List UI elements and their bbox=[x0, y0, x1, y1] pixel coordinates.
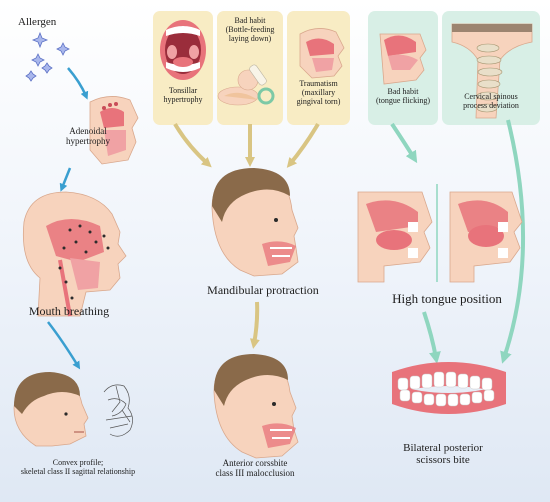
label-mouth-breathing: Mouth breathing bbox=[28, 304, 110, 318]
head-icon bbox=[13, 372, 133, 447]
label-tonsillar: Tonsillar hypertrophy bbox=[163, 86, 203, 104]
allergen-icon bbox=[25, 31, 70, 82]
arrows-left-column bbox=[47, 67, 89, 370]
label-bilateral: Bilateral posterior scissors bite bbox=[403, 442, 483, 467]
label-adenoidal: Adenoidal hypertrophy bbox=[66, 126, 110, 147]
arrows-scissors-bite bbox=[390, 119, 525, 364]
baby-icon bbox=[217, 64, 275, 106]
label-anterior-crossbite: Anterior corssbite class III malocclusio… bbox=[215, 458, 295, 479]
head-icon bbox=[213, 354, 299, 459]
label-convex-profile: Convex profile; skeletal class II sagitt… bbox=[20, 458, 136, 476]
label-high-tongue: High tongue position bbox=[392, 291, 502, 306]
label-cervical: Cervical spinous process deviation bbox=[463, 92, 519, 110]
head-icon bbox=[299, 28, 345, 79]
label-traumatism: Traumatism (maxillary gingival torn) bbox=[296, 79, 341, 106]
spine-icon bbox=[451, 23, 533, 119]
head-icon bbox=[211, 168, 299, 277]
mouth-icon bbox=[379, 33, 427, 85]
mouth-icon bbox=[160, 20, 206, 80]
head-icon bbox=[22, 191, 127, 317]
mouth-icon bbox=[449, 191, 523, 283]
label-bottle-feeding: Bad habit (Bottle-feeding laying down) bbox=[225, 16, 275, 43]
label-mandibular-protraction: Mandibular protraction bbox=[207, 283, 319, 297]
label-tongue-flicking: Bad habit (tongue flicking) bbox=[376, 87, 430, 105]
mouth-icon bbox=[357, 191, 433, 283]
label-allergen: Allergen bbox=[18, 16, 57, 28]
teeth-icon bbox=[392, 362, 506, 414]
arrows-mandibular bbox=[173, 122, 320, 349]
head-icon bbox=[89, 96, 139, 165]
